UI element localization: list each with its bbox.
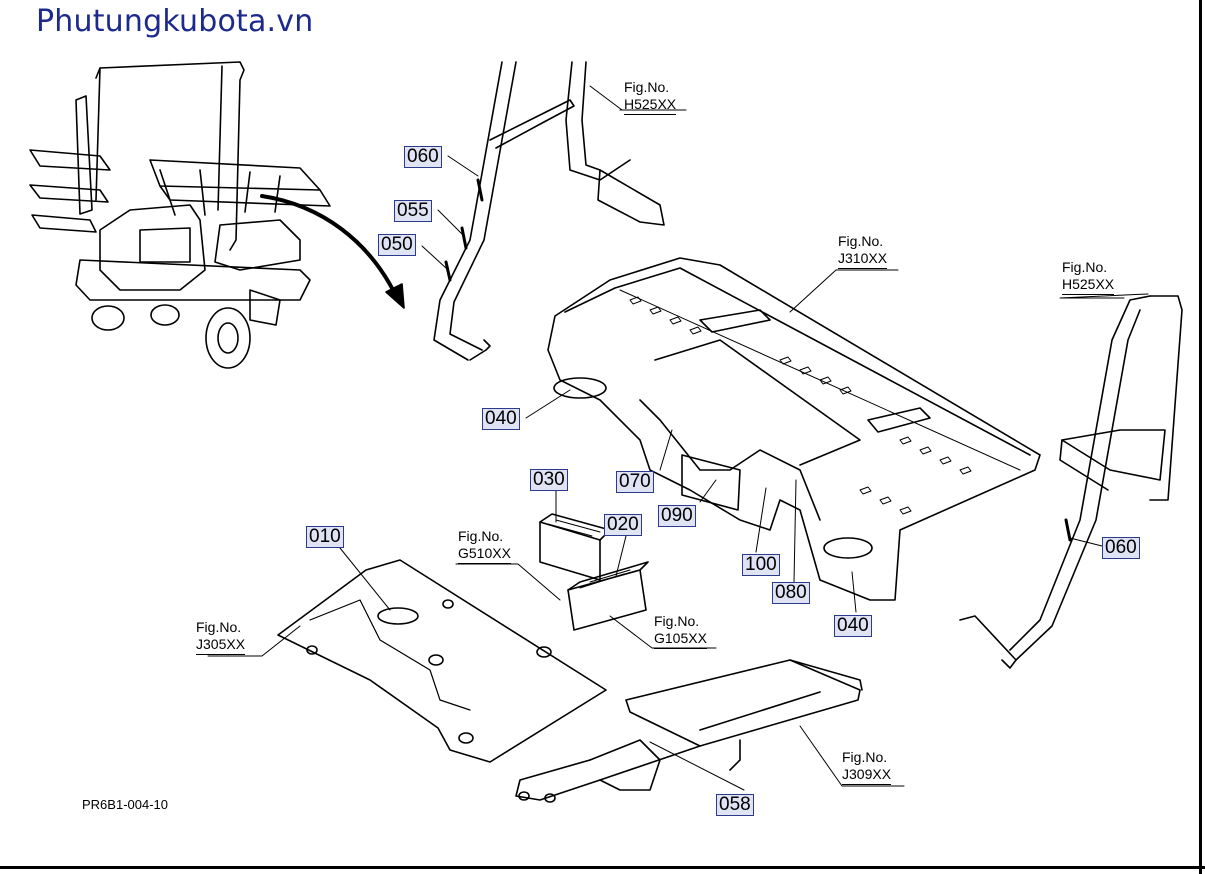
fig-ref-g105[interactable]: Fig.No. G105XX [654,613,707,649]
fig-ref-label: Fig.No. [838,233,884,249]
frame-border-right [1199,0,1202,874]
fig-ref-label: Fig.No. [654,613,700,629]
fig-ref-label: Fig.No. [458,528,504,544]
callout-arrow [260,194,405,309]
fig-ref-j309[interactable]: Fig.No. J309XX [842,749,892,785]
part-label-060-left[interactable]: 060 [404,146,442,168]
part-label-030[interactable]: 030 [530,469,568,491]
fig-ref-code: G510XX [458,545,511,564]
fig-ref-label: Fig.No. [1062,259,1108,275]
fig-ref-g510[interactable]: Fig.No. G510XX [458,528,511,564]
part-label-058[interactable]: 058 [716,794,754,816]
fig-ref-h525-top[interactable]: Fig.No. H525XX [624,79,677,115]
fig-ref-code: H525XX [1062,276,1115,295]
fig-ref-label: Fig.No. [842,749,888,765]
fig-ref-j310[interactable]: Fig.No. J310XX [838,233,888,269]
part-label-010[interactable]: 010 [306,526,344,548]
diagram-code: PR6B1-004-10 [82,797,168,812]
left-railing [433,61,665,361]
floor-panel [277,559,607,763]
part-label-080[interactable]: 080 [772,582,810,604]
leader-lines [207,85,1149,791]
step-frame [515,659,863,803]
fig-ref-j305[interactable]: Fig.No. J305XX [196,619,246,655]
fig-ref-h525-right[interactable]: Fig.No. H525XX [1062,259,1115,295]
fig-ref-code: J310XX [838,250,888,269]
part-label-070[interactable]: 070 [616,471,654,493]
fig-ref-label: Fig.No. [196,619,242,635]
fig-ref-label: Fig.No. [624,79,670,95]
fig-ref-code: J309XX [842,766,892,785]
fig-ref-code: J305XX [196,636,246,655]
fig-ref-code: G105XX [654,630,707,649]
frame-border-bottom [0,866,1205,869]
part-label-040-left[interactable]: 040 [482,408,520,430]
rice-transplanter-overview [29,61,331,369]
fig-ref-code: H525XX [624,96,677,115]
step-panel [547,257,1041,601]
part-label-020[interactable]: 020 [604,514,642,536]
part-label-055[interactable]: 055 [394,200,432,222]
right-railing [959,295,1183,669]
part-label-050[interactable]: 050 [378,234,416,256]
part-label-090[interactable]: 090 [658,505,696,527]
part-label-040-right[interactable]: 040 [834,615,872,637]
part-label-100[interactable]: 100 [742,554,780,576]
site-watermark: Phutungkubota.vn [36,4,314,39]
part-label-060-right[interactable]: 060 [1102,537,1140,559]
